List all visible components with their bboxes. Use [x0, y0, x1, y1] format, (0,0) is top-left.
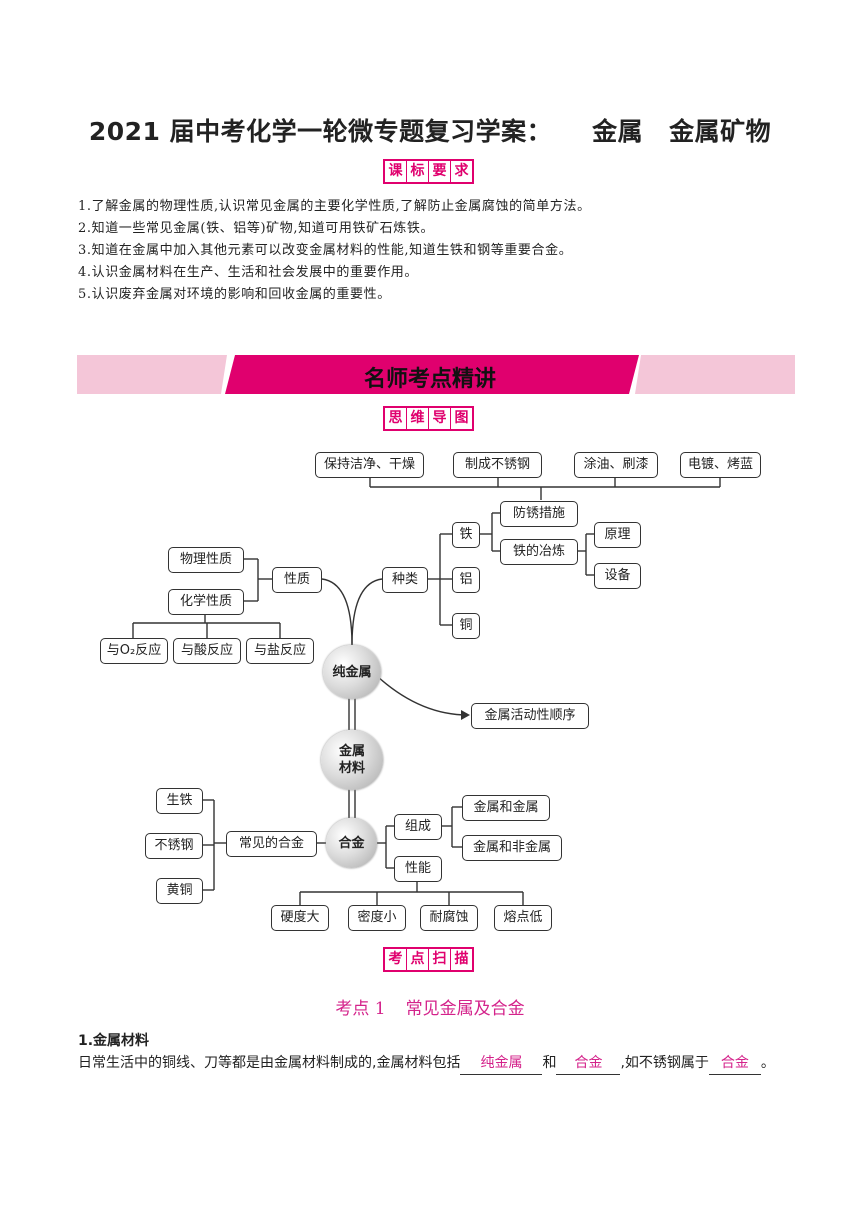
tag-char: 要 — [429, 161, 451, 182]
tag-char: 思 — [385, 408, 407, 429]
requirement-item: 4.认识金属材料在生产、生活和社会发展中的重要作用。 — [78, 265, 419, 280]
tag-char: 描 — [454, 951, 469, 967]
node-react-acid: 与酸反应 — [173, 638, 241, 664]
banner-title: 名师考点精讲 — [363, 367, 496, 392]
arrow-head-icon — [461, 710, 470, 720]
tag-char: 求 — [454, 163, 469, 179]
node-metal-metal: 金属和金属 — [462, 795, 550, 821]
node-iron: 铁 — [452, 522, 480, 548]
node-copper: 铜 — [452, 613, 480, 639]
scan-tag: 考 点 扫 描 — [383, 947, 474, 972]
node-density: 密度小 — [348, 905, 406, 931]
requirement-item: 3.知道在金属中加入其他元素可以改变金属材料的性能,知道生铁和钢等重要合金。 — [78, 243, 573, 258]
mindmap-tag: 思 维 导 图 — [383, 406, 474, 431]
standards-tag: 课 标 要 求 — [383, 159, 474, 184]
title-main: 2021 届中考化学一轮微专题复习学案： — [88, 117, 553, 146]
title-sub1: 金属 — [592, 117, 644, 146]
requirement-item: 5.认识废弃金属对环境的影响和回收金属的重要性。 — [78, 287, 391, 302]
tag-char: 扫 — [429, 949, 451, 970]
section-banner — [77, 355, 795, 394]
tag-char: 导 — [429, 408, 451, 429]
node-plating: 电镀、烤蓝 — [680, 452, 761, 478]
node-activity-series: 金属活动性顺序 — [471, 703, 589, 729]
node-types: 种类 — [382, 567, 428, 593]
node-react-o2: 与O₂反应 — [100, 638, 168, 664]
section-heading: 1.金属材料 — [78, 1033, 150, 1049]
node-metal-nonmetal: 金属和非金属 — [462, 835, 562, 861]
document-title: 2021 届中考化学一轮微专题复习学案： 金属金属矿物 — [0, 112, 860, 148]
node-common-alloys: 常见的合金 — [226, 831, 317, 857]
node-metal-material-l1: 金属 — [338, 744, 365, 759]
kaodian-name: 常见金属及合金 — [405, 999, 525, 1019]
tag-char: 考 — [385, 949, 407, 970]
section-paragraph: 日常生活中的铜线、刀等都是由金属材料制成的,金属材料包括纯金属和合金,如不锈钢属… — [78, 1052, 793, 1075]
node-physical: 物理性质 — [168, 547, 244, 573]
node-chemical: 化学性质 — [168, 589, 244, 615]
node-oil-paint: 涂油、刷漆 — [574, 452, 658, 478]
answer-blank: 纯金属 — [460, 1052, 543, 1075]
requirements-list: 1.了解金属的物理性质,认识常见金属的主要化学性质,了解防止金属腐蚀的简单方法。… — [78, 196, 591, 306]
node-principle: 原理 — [594, 522, 641, 548]
node-melting: 熔点低 — [494, 905, 552, 931]
node-composition: 组成 — [394, 814, 442, 840]
banner-center — [225, 355, 639, 394]
kaodian-title: 考点 1 常见金属及合金 — [0, 994, 860, 1019]
node-brass: 黄铜 — [156, 878, 203, 904]
tag-char: 点 — [407, 949, 429, 970]
node-hardness: 硬度大 — [271, 905, 329, 931]
tag-char: 标 — [407, 161, 429, 182]
node-rust-prevention: 防锈措施 — [500, 501, 578, 527]
requirement-item: 2.知道一些常见金属(铁、铝等)矿物,知道可用铁矿石炼铁。 — [78, 221, 435, 236]
node-metal-material: 金属 材料 — [321, 730, 383, 790]
tag-char: 课 — [385, 161, 407, 182]
para-text-c: ,如不锈钢属于 — [620, 1055, 709, 1071]
node-pig-iron: 生铁 — [156, 788, 203, 814]
node-metal-material-l2: 材料 — [338, 761, 365, 776]
node-stainless-steel: 不锈钢 — [145, 833, 203, 859]
para-text-b: 和 — [542, 1055, 557, 1071]
node-properties: 性质 — [272, 567, 322, 593]
node-stainless: 制成不锈钢 — [453, 452, 542, 478]
tag-char: 图 — [454, 410, 469, 426]
title-sub2: 金属矿物 — [669, 117, 772, 146]
tag-char: 维 — [407, 408, 429, 429]
node-react-salt: 与盐反应 — [246, 638, 314, 664]
node-aluminum: 铝 — [452, 567, 480, 593]
node-corrosion: 耐腐蚀 — [420, 905, 478, 931]
node-iron-smelting: 铁的冶炼 — [500, 539, 578, 565]
answer-blank: 合金 — [708, 1052, 761, 1075]
node-equipment: 设备 — [594, 563, 641, 589]
para-text-a: 日常生活中的铜线、刀等都是由金属材料制成的,金属材料包括 — [78, 1055, 461, 1071]
node-keep-dry: 保持洁净、干燥 — [315, 452, 424, 478]
node-pure-metal: 纯金属 — [323, 645, 381, 699]
requirement-item: 1.了解金属的物理性质,认识常见金属的主要化学性质,了解防止金属腐蚀的简单方法。 — [78, 199, 591, 214]
node-alloy: 合金 — [326, 818, 377, 868]
kaodian-num: 考点 1 — [335, 999, 386, 1019]
answer-blank: 合金 — [556, 1052, 621, 1075]
para-text-d: 。 — [760, 1055, 775, 1071]
node-performance: 性能 — [394, 856, 442, 882]
